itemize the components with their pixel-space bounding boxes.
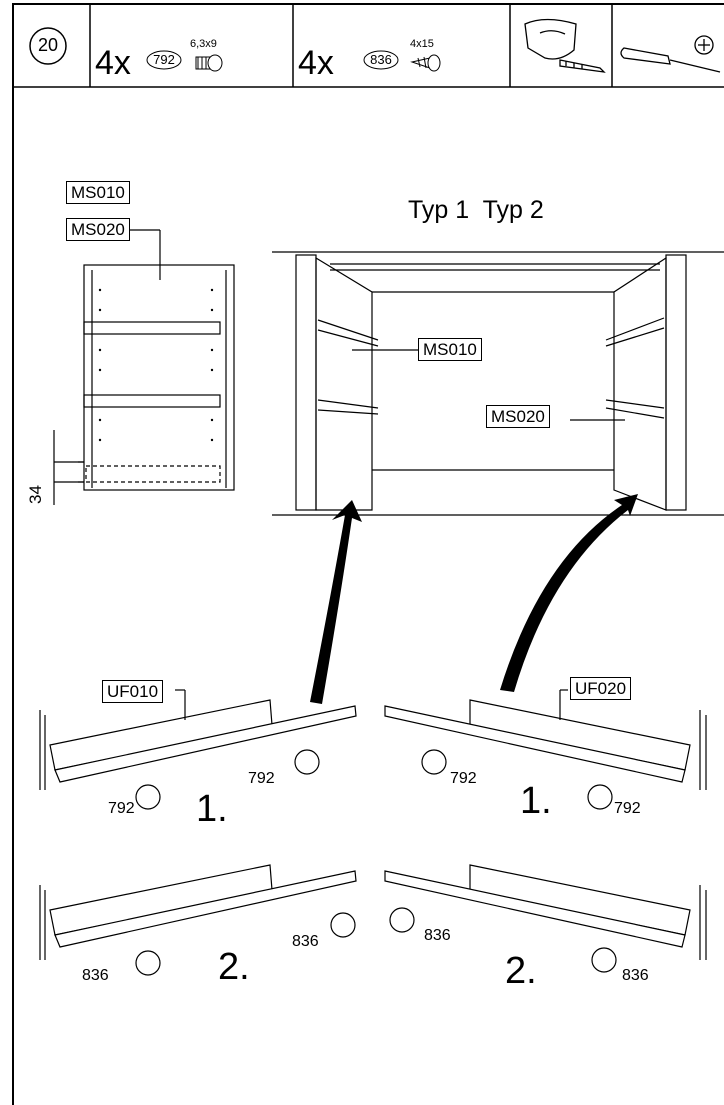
part2-size: 4x15 (410, 38, 434, 50)
step-number: 20 (37, 35, 59, 55)
rail-label-uf010: UF010 (102, 680, 164, 703)
screw-callout-792-b: 792 (248, 770, 275, 787)
drill-attachment-icon (524, 18, 606, 73)
part1-qty: 4x (95, 44, 131, 82)
header-bar (12, 3, 724, 88)
screw-792-icon (195, 54, 223, 72)
part-836-oval (363, 50, 399, 70)
rail-left-step2 (39, 864, 357, 960)
cabinet-holes (98, 288, 214, 442)
cabinet-front-view (53, 229, 235, 505)
screw-callout-836-d: 836 (622, 967, 649, 984)
step-number-circle (29, 27, 67, 65)
screw-callout-792-d: 792 (614, 800, 641, 817)
interior-label-ms010: MS010 (418, 338, 482, 361)
cabinet-interior-view (272, 251, 724, 516)
part2-number: 836 (370, 52, 392, 67)
rail-label-uf020: UF020 (570, 677, 632, 700)
part1-size: 6,3x9 (190, 38, 217, 50)
cabinet-label-ms010: MS010 (66, 181, 130, 204)
screw-callout-836-b: 836 (424, 927, 451, 944)
step-label-2-right: 2. (505, 950, 537, 992)
screw-icons (135, 749, 617, 976)
step-label-1-left: 1. (196, 788, 228, 830)
page-frame (12, 3, 724, 1105)
drawing (12, 3, 724, 976)
insert-arrow-left (310, 500, 362, 704)
step-label-2-left: 2. (218, 946, 250, 988)
step-label-1-right: 1. (520, 780, 552, 822)
screw-callout-792-a: 792 (108, 800, 135, 817)
screw-callout-836-a: 836 (292, 933, 319, 950)
rail-right-step2 (384, 864, 707, 960)
part2-qty: 4x (298, 44, 334, 82)
rail-left-step1 (39, 689, 357, 790)
cabinet-label-ms020: MS020 (66, 218, 130, 241)
rail-right-step1 (384, 689, 707, 790)
screw-callout-792-c: 792 (450, 770, 477, 787)
phillips-screwdriver-icon (620, 35, 721, 73)
type-heading: Typ 1 Typ 2 (408, 196, 544, 224)
interior-label-ms020: MS020 (486, 405, 550, 428)
screw-836-icon (410, 54, 441, 72)
dimension-34: 34 (26, 485, 45, 504)
part-792-oval (146, 50, 182, 70)
part1-number: 792 (153, 52, 175, 67)
screw-callout-836-c: 836 (82, 967, 109, 984)
insert-arrow-right (500, 494, 638, 692)
